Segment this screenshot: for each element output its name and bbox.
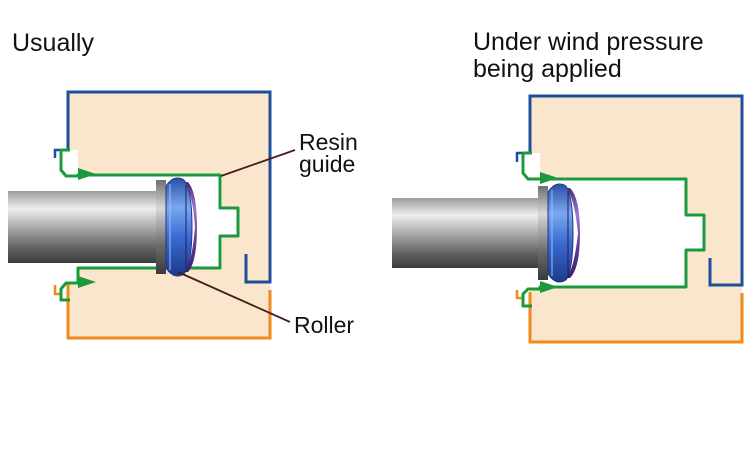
left-bottom-lip — [53, 285, 60, 296]
right-housing — [530, 96, 742, 342]
left-caption: Usually — [12, 29, 94, 57]
right-bottom-lip — [515, 290, 522, 300]
left-shaft — [8, 191, 158, 263]
roller-leader-line — [177, 271, 291, 323]
left-top-lip — [53, 148, 60, 158]
right-guide-arrow-bottom — [540, 281, 558, 293]
resin-guide-label-line1: Resin — [299, 129, 358, 155]
resin-guide-label-line2: guide — [299, 151, 356, 177]
right-roller-rim — [566, 188, 580, 278]
right-bottom-frame — [528, 292, 744, 344]
right-caption-line2: being applied — [473, 55, 622, 83]
left-roller-rim — [184, 182, 197, 272]
right-top-frame — [528, 94, 744, 287]
left-top-frame — [66, 90, 272, 284]
right-guide-arrow-top — [540, 172, 558, 184]
right-caption-line1: Under wind pressure — [473, 28, 704, 56]
left-housing — [68, 92, 270, 338]
left-shaft-collar — [156, 180, 166, 274]
left-assembly — [8, 90, 296, 340]
right-resin-guide — [521, 151, 706, 308]
right-shaft — [392, 198, 540, 268]
left-resin-guide — [59, 148, 240, 302]
right-roller-wheel — [547, 183, 574, 283]
right-assembly — [392, 94, 744, 344]
roller-label: Roller — [294, 312, 355, 338]
left-guide-arrow-bottom — [78, 276, 96, 288]
left-guide-arrow-top — [78, 168, 96, 180]
right-shaft-collar — [538, 186, 548, 280]
resin-leader-line — [220, 149, 296, 177]
right-top-lip — [515, 151, 522, 162]
